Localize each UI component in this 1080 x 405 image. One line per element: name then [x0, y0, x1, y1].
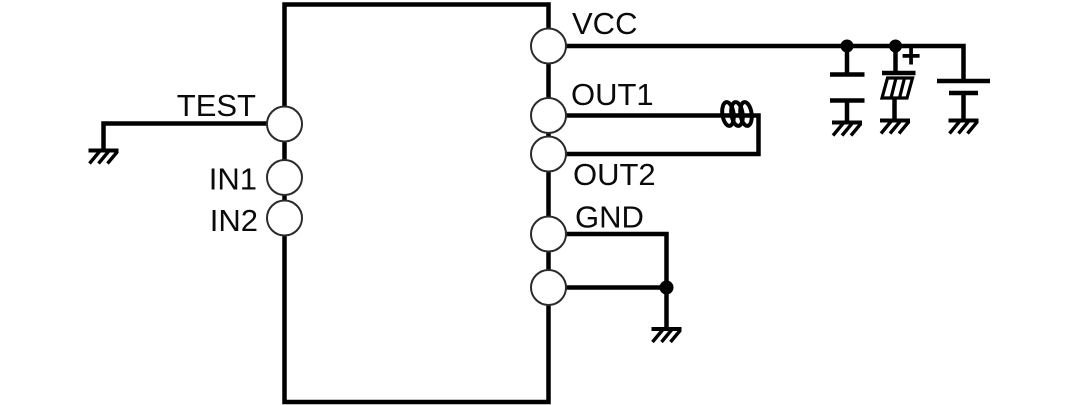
- ground-symbol: [878, 118, 912, 136]
- polarity-plus-mark: +: [901, 37, 921, 75]
- wire-out-loop: [548, 113, 761, 157]
- pin-label-in2: IN2: [210, 203, 258, 238]
- ground-symbol: [649, 327, 684, 344]
- output-capacitor-icon: [937, 78, 990, 121]
- junction-dot: [840, 39, 854, 53]
- junction-dot: [659, 280, 674, 295]
- inductor-coil-icon: [720, 100, 754, 128]
- wire-gnd-upper: [548, 231, 669, 288]
- wire-gnd-lower: [548, 285, 669, 328]
- wire-test: [101, 121, 285, 150]
- pin-vcc: [530, 27, 567, 65]
- wire-vcc-rail: [548, 43, 966, 79]
- pin-label-gnd: GND: [575, 200, 644, 235]
- pin-in1: [266, 159, 303, 196]
- pin-label-out2: OUT2: [573, 157, 656, 192]
- pin-label-out1: OUT1: [571, 77, 654, 112]
- pin-gnd: [530, 215, 567, 253]
- junction-dot: [889, 39, 902, 53]
- ground-symbol: [830, 120, 864, 138]
- pin-out2: [530, 135, 567, 173]
- pin-label-test: TEST: [177, 88, 256, 123]
- ic-body: [282, 2, 551, 405]
- pin-in2: [266, 199, 303, 237]
- pin-out1: [530, 97, 567, 134]
- pin-label-vcc: VCC: [572, 6, 637, 41]
- ground-symbol: [86, 148, 121, 166]
- ground-symbol: [946, 118, 981, 136]
- pin-test: [266, 105, 303, 143]
- pin-label-in1: IN1: [209, 162, 257, 197]
- bypass-capacitor-icon: [830, 46, 865, 122]
- pin-gnd-2: [530, 269, 567, 306]
